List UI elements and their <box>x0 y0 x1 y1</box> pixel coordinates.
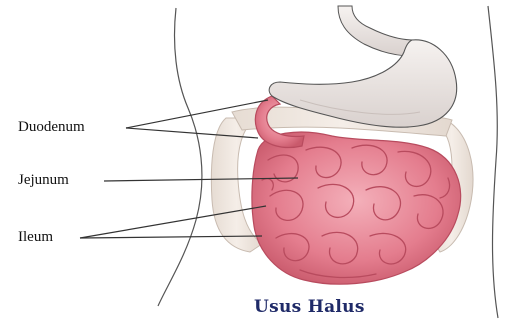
jejunum-label: Jejunum <box>18 173 69 188</box>
body-outline-left <box>158 8 202 306</box>
body-outline-right <box>488 6 498 318</box>
ileum-label: Ileum <box>18 230 53 245</box>
duodenum-label: Duodenum <box>18 120 85 135</box>
esophagus <box>338 6 414 56</box>
diagram-caption: Usus Halus <box>254 299 365 316</box>
